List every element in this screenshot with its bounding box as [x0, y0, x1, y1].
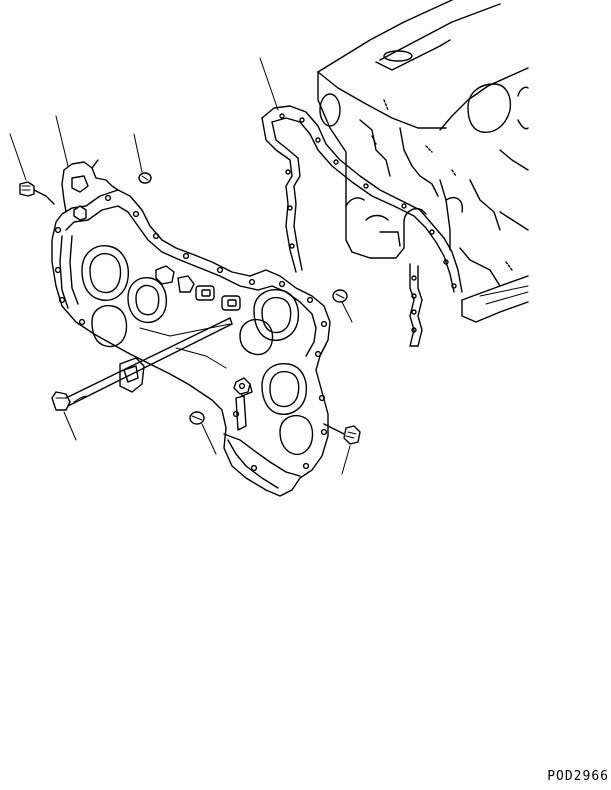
cap: [189, 411, 205, 425]
cap: [138, 172, 152, 184]
gear-case: [51, 159, 331, 497]
drawing-code: POD2966: [547, 769, 609, 784]
cylinder-block: [317, 0, 529, 347]
nut: [233, 377, 251, 395]
plug: [323, 423, 361, 445]
leader-lines: [9, 57, 353, 475]
stud: [73, 205, 87, 221]
cap: [332, 289, 348, 303]
gear-case-gasket: [261, 105, 463, 293]
plug: [19, 181, 55, 205]
bolt: [51, 317, 233, 411]
